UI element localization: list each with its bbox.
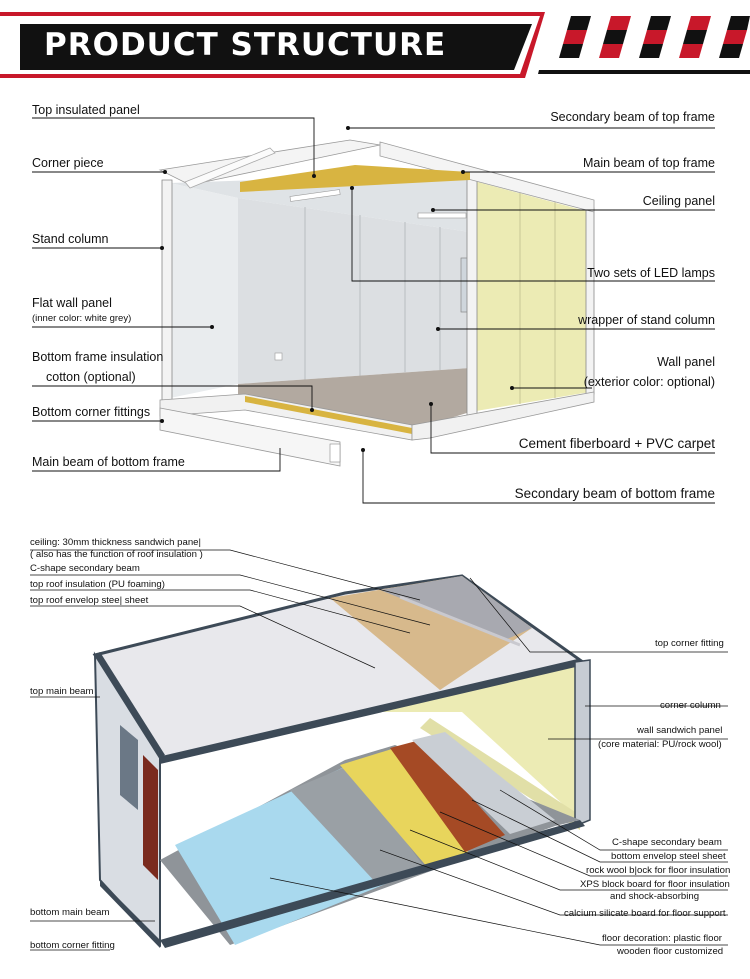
label-top-insulated-panel: Top insulated panel <box>32 103 140 117</box>
label-wall-panel: Wall panel <box>657 355 715 369</box>
label-top-corner-fitting: top corner fitting <box>655 638 724 649</box>
label-xps-block-1: XPS block board for floor insulation <box>580 879 730 890</box>
label-floor-decoration-1: floor decoration: plastic floor <box>602 933 722 944</box>
label-ceiling-panel: Ceiling panel <box>642 194 715 208</box>
label-two-sets-led: Two sets of LED lamps <box>587 266 715 280</box>
label-flat-wall-panel: Flat wall panel <box>32 296 112 310</box>
label-xps-block-2: and shock-absorbing <box>610 891 700 902</box>
label-calcium-silicate: calcium silicate board for floor support <box>564 908 726 919</box>
label-bottom-corner-fitting: bottom corner fitting <box>30 940 115 951</box>
top-right-wall-panel <box>470 180 590 412</box>
label-secondary-beam-top-frame: Secondary beam of top frame <box>550 110 715 124</box>
label-top-main-beam: top main beam <box>30 686 94 697</box>
label-bottom-frame-insulation-2: cotton (optional) <box>46 370 136 384</box>
header-black-banner <box>20 24 532 70</box>
label-cement-fiberboard: Cement fiberboard + PVC carpet <box>518 436 715 451</box>
label-c-shape-secondary-beam: C-shape secondary beam <box>30 563 140 574</box>
bottom-container-illustration <box>92 574 591 948</box>
label-bottom-frame-insulation-1: Bottom frame insulation <box>32 350 164 364</box>
label-ceiling-2: ( also has the function of roof insulati… <box>30 549 203 560</box>
label-corner-piece: Corner piece <box>32 156 104 170</box>
label-wall-panel-note: (exterior color: optional) <box>583 375 715 389</box>
header-title: PRODUCT STRUCTURE <box>44 27 447 63</box>
checkered-flag-icon <box>538 16 750 74</box>
label-bottom-envelop-steel: bottom envelop steel sheet <box>611 851 726 862</box>
top-leader-lines <box>32 117 715 504</box>
top-container-illustration <box>158 139 595 467</box>
label-top-roof-insulation: top roof insulation (PU foaming) <box>30 579 165 590</box>
label-wall-sandwich-panel-2: (core material: PU/rock wool) <box>598 739 722 750</box>
label-ceiling-1: ceiling: 30mm thickness sandwich pane| <box>30 537 202 548</box>
label-rock-wool-block: rock wool b|ock for floor insulation <box>586 865 731 876</box>
label-flat-wall-panel-note: (inner color: white grey) <box>32 313 132 324</box>
label-floor-decoration-2: wooden floor customized <box>617 946 724 957</box>
label-bottom-corner-fittings: Bottom corner fittings <box>32 405 151 419</box>
label-stand-column: Stand column <box>32 232 109 246</box>
label-wall-sandwich-panel-1: wall sandwich panel <box>637 725 723 736</box>
label-secondary-beam-bottom-frame: Secondary beam of bottom frame <box>514 486 715 501</box>
top-leader-dots <box>160 126 514 452</box>
bottom-leader-lines <box>30 549 728 951</box>
label-main-beam-top-frame: Main beam of top frame <box>582 156 715 170</box>
label-top-roof-envelop: top roof envelop stee| sheet <box>30 595 149 606</box>
label-wrapper-stand-column: wrapper of stand column <box>578 313 715 327</box>
label-corner-column: corner column <box>660 700 721 711</box>
label-c-shape-secondary-beam-2: C-shape secondary beam <box>612 837 722 848</box>
label-bottom-main-beam: bottom main beam <box>30 907 110 918</box>
label-main-beam-bottom-frame: Main beam of bottom frame <box>32 455 185 469</box>
